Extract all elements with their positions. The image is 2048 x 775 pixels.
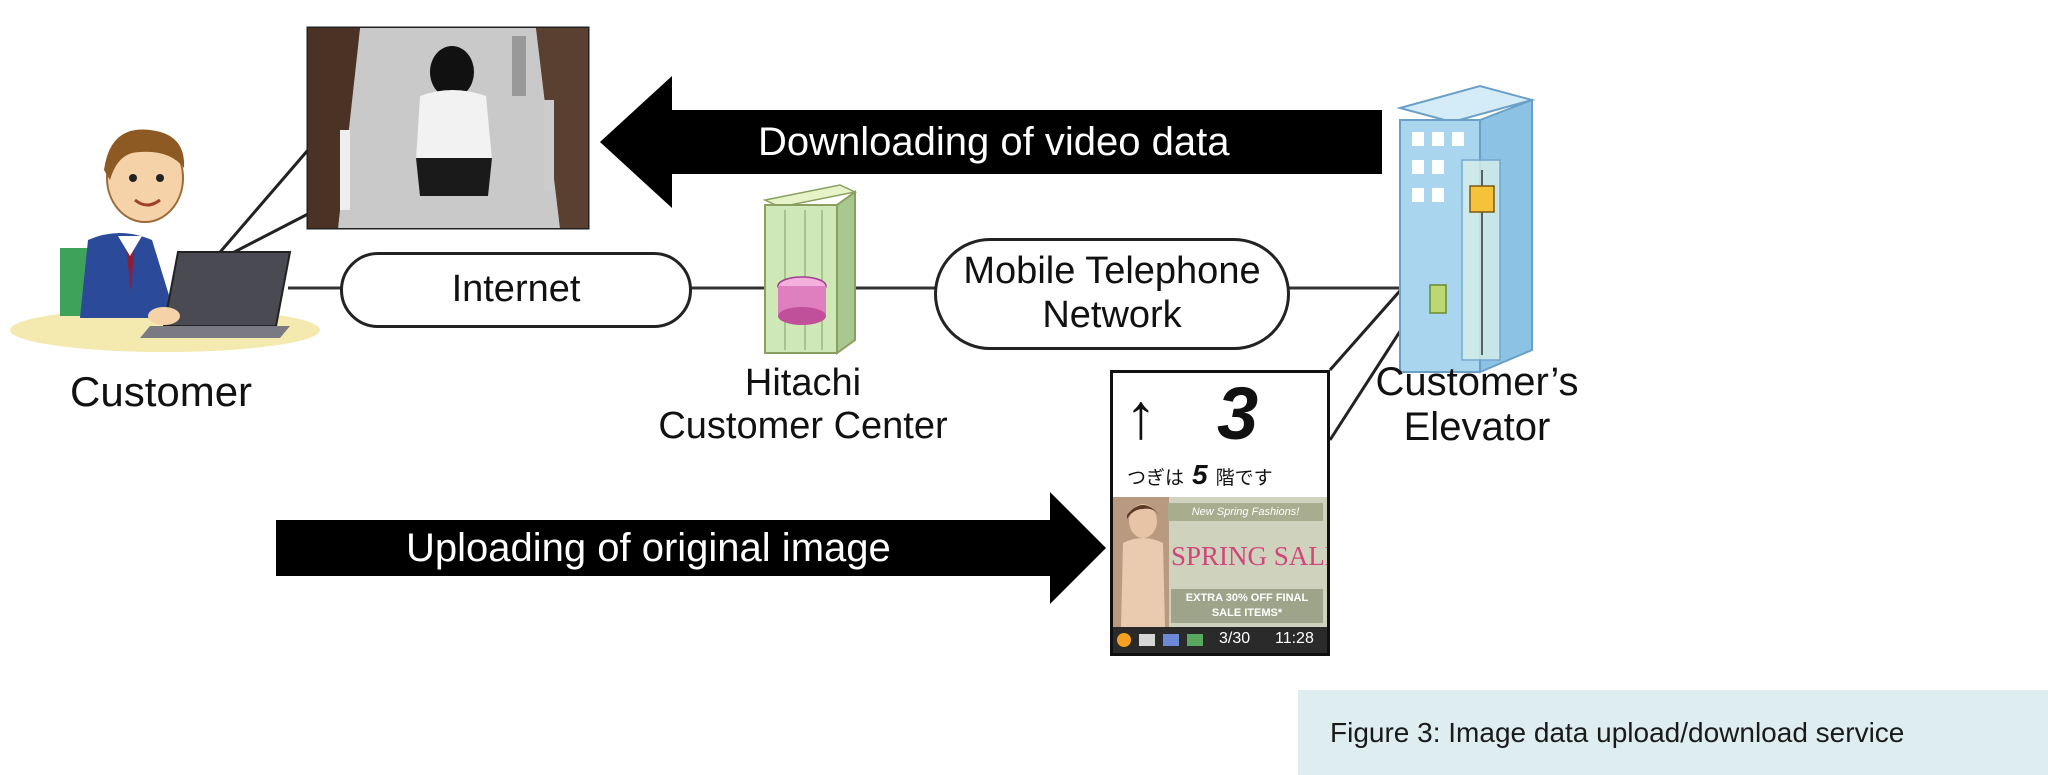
current-floor: 3 [1217, 372, 1259, 455]
model-photo [1113, 497, 1169, 627]
floor-indicator: ↑ 3 つぎは 5 階です [1113, 372, 1327, 490]
elevator-label: Customer’s Elevator [1362, 360, 1592, 450]
video-frame [306, 26, 590, 230]
display-time: 11:28 [1275, 630, 1314, 647]
status-icon-3 [1187, 634, 1203, 646]
status-icon-2 [1163, 634, 1179, 646]
customer-center-label-line2: Customer Center [658, 404, 948, 447]
customer-illustration [10, 129, 320, 352]
next-floor-prefix: つぎは [1127, 468, 1185, 489]
customer-label: Customer [70, 368, 253, 415]
download-arrow [600, 76, 1382, 208]
ad-header: New Spring Fashions! [1168, 503, 1323, 521]
customer-center-label-line1: Hitachi [744, 362, 862, 404]
internet-cloud: Internet [340, 252, 692, 328]
customer-center-label: Hitachi Customer Center [648, 362, 958, 447]
weather-sun-icon [1117, 633, 1131, 647]
elevator-label-line1: Customer’s [1375, 360, 1579, 404]
next-floor-suffix: 階です [1215, 468, 1273, 489]
download-arrow-label: Downloading of video data [758, 119, 1230, 164]
ad-offer-line2: SALE ITEMS* [1211, 607, 1283, 619]
callout-video-1 [213, 149, 310, 259]
elevator-label-line2: Elevator [1403, 404, 1551, 449]
display-status-bar: 3/30 11:28 [1113, 627, 1327, 653]
figure-caption-text: Figure 3: Image data upload/download ser… [1330, 716, 1905, 748]
upload-arrow [276, 492, 1106, 604]
ad-offer-line1: EXTRA 30% OFF FINAL [1185, 592, 1309, 604]
advertisement: New Spring Fashions! SPRING SALE EXTRA 3… [1113, 497, 1327, 627]
direction-up-icon: ↑ [1125, 380, 1157, 452]
figure-caption: Figure 3: Image data upload/download ser… [1298, 690, 2048, 775]
elevator-display: ↑ 3 つぎは 5 階です New Spring Fashions! SPRING … [1110, 370, 1330, 656]
display-date: 3/30 [1219, 630, 1251, 647]
status-icon-1 [1139, 634, 1155, 646]
ad-title: SPRING SALE [1171, 541, 1330, 571]
customer-center-illustration [762, 184, 858, 355]
internet-label: Internet [451, 268, 581, 311]
ad-offer: EXTRA 30% OFF FINAL SALE ITEMS* [1171, 589, 1323, 623]
next-floor-notice: つぎは 5 階です [1127, 459, 1273, 491]
next-floor-number: 5 [1192, 459, 1208, 490]
mobile-network-label-line1: Mobile Telephone [963, 250, 1261, 293]
mobile-network-cloud: Mobile Telephone Network [934, 238, 1290, 350]
upload-arrow-label: Uploading of original image [406, 525, 891, 570]
mobile-network-label-line2: Network [1042, 294, 1182, 336]
elevator-building-illustration [1396, 84, 1536, 374]
